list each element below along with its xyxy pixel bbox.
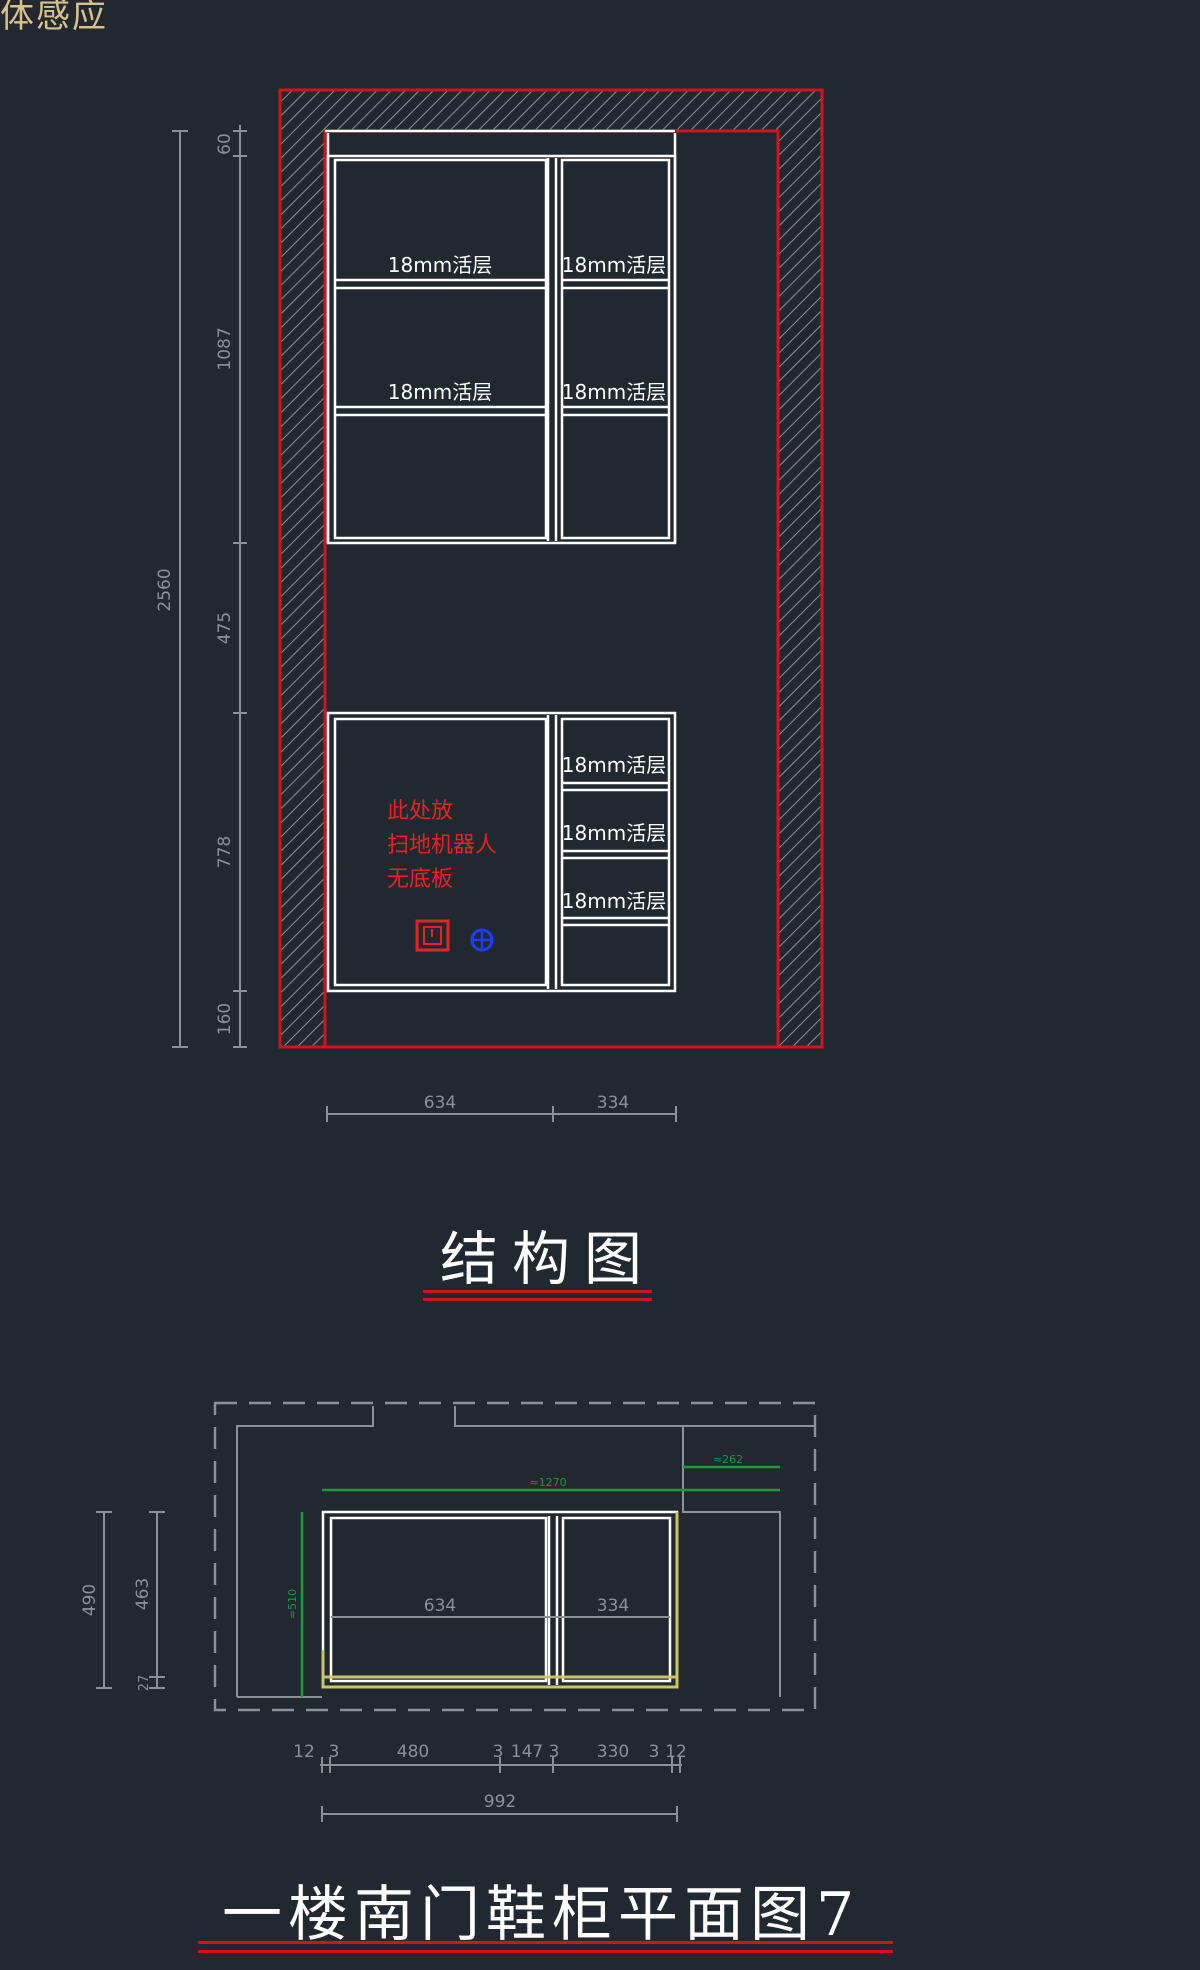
chain-dim: 12: [665, 1742, 687, 1762]
shelf-label: 18mm活层: [562, 380, 666, 404]
plan-title: 一楼南门鞋柜平面图7: [222, 1880, 861, 1950]
dim-seg: 60: [215, 133, 235, 155]
plan-bottom-dims: [320, 1757, 682, 1822]
note-line: 无底板: [387, 867, 453, 892]
shelf-label: 18mm活层: [562, 821, 666, 845]
shelf-label: 18mm活层: [388, 253, 492, 277]
green-dim: ≈1270: [529, 1476, 566, 1489]
chain-dim: 3: [549, 1742, 560, 1762]
chain-dim: 3: [649, 1742, 660, 1762]
room-wall: [454, 1406, 815, 1427]
shelf-label: 18mm活层: [562, 253, 666, 277]
power-socket-icon: [415, 919, 450, 952]
wall-hatch: [280, 90, 822, 1047]
corner-label: 体感应: [0, 0, 108, 36]
structure-title-underline: [423, 1290, 652, 1293]
dim-seg: 778: [215, 836, 235, 868]
plan-base-strip: [321, 1512, 679, 1689]
upper-cabinet: [325, 129, 677, 545]
lower-cabinet: [326, 711, 677, 993]
chain-dim: 147: [511, 1742, 543, 1762]
shelf-label: 18mm活层: [562, 753, 666, 777]
plan-title-underline: [198, 1950, 893, 1953]
shelf-label: 18mm活层: [562, 889, 666, 913]
shelf-label: 18mm活层: [388, 380, 492, 404]
plan-title-underline: [198, 1941, 893, 1944]
elevation-view: 18mm活层 18mm活层 18mm活层 18mm活层 18mm活层 18mm活…: [155, 88, 824, 1122]
green-dim: ≈262: [713, 1453, 743, 1466]
plan-width: 334: [597, 1596, 629, 1616]
structure-title: 结构图: [440, 1225, 657, 1293]
plan-depth: 490: [80, 1584, 100, 1616]
note-line: 此处放: [387, 799, 453, 824]
plan-depth: 463: [133, 1578, 153, 1610]
chain-dim: 12: [293, 1742, 315, 1762]
plan-view: ≈1270 ≈262 ≈510 634 334: [80, 1401, 817, 1822]
elevation-dimensions: [172, 125, 677, 1122]
room-wall: [682, 1426, 781, 1697]
dim-width: 634: [424, 1093, 456, 1113]
dim-seg: 160: [215, 1003, 235, 1035]
overall-width: 992: [484, 1792, 516, 1812]
green-guides: [300, 1465, 780, 1697]
plan-width: 634: [424, 1596, 456, 1616]
chain-dim: 330: [597, 1742, 629, 1762]
structure-title-underline: [423, 1298, 652, 1301]
wall-outline-outer: [278, 88, 824, 1049]
chain-dim: 3: [493, 1742, 504, 1762]
room-dashed-outline: [213, 1401, 817, 1712]
chain-dim: 480: [397, 1742, 429, 1762]
dim-seg: 475: [215, 612, 235, 644]
chain-dim: 3: [329, 1742, 340, 1762]
dim-width: 334: [597, 1093, 629, 1113]
dim-seg: 1087: [215, 327, 235, 370]
room-wall: [236, 1406, 374, 1697]
note-line: 扫地机器人: [387, 833, 497, 858]
dim-total-height: 2560: [155, 568, 175, 611]
plan-depth: 27: [137, 1675, 152, 1692]
plan-depth-dims: [96, 1511, 165, 1689]
network-outlet-icon: [470, 928, 494, 952]
green-dim: ≈510: [286, 1589, 299, 1619]
